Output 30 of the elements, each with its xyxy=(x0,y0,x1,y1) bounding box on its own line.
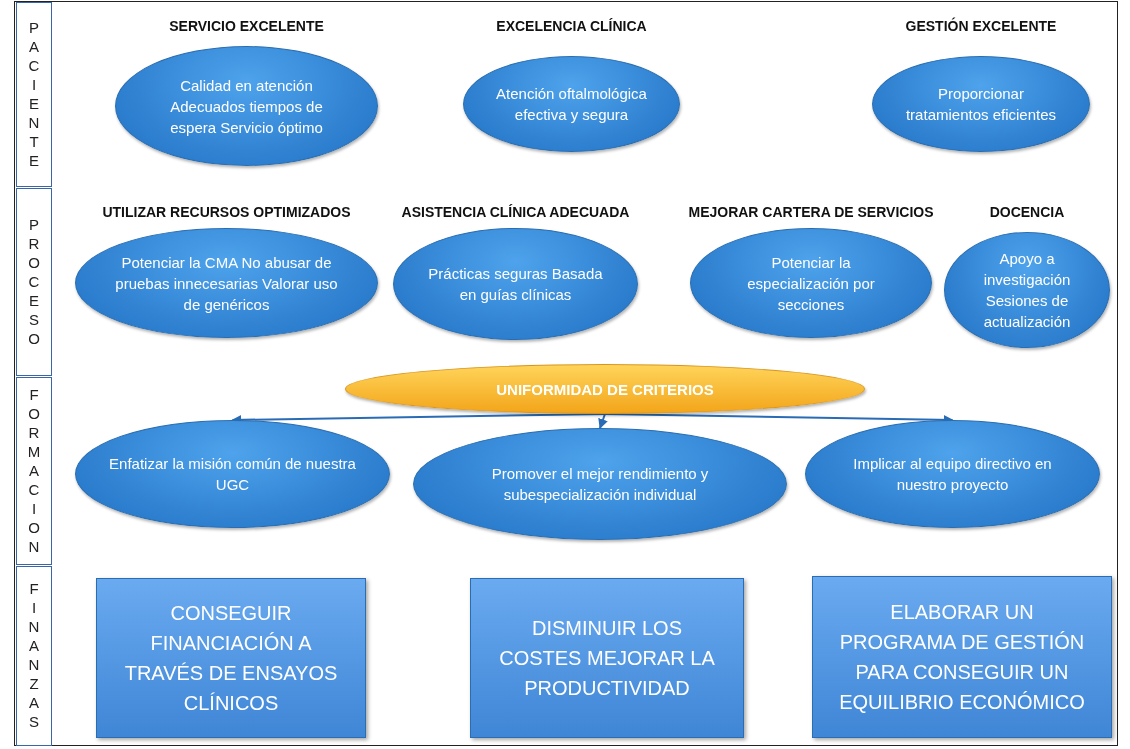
objective-box: DISMINUIR LOS COSTES MEJORAR LA PRODUCTIVIDAD xyxy=(470,578,744,738)
section-band xyxy=(16,566,52,746)
arrow xyxy=(598,413,608,429)
objective-heading: GESTIÓN EXCELENTE xyxy=(905,18,1057,34)
section-label: PACIENTE xyxy=(26,18,42,171)
objective-ellipse: Proporcionar tratamientos eficientes xyxy=(872,56,1090,152)
objective-ellipse: Implicar al equipo directivo en nuestro proyecto xyxy=(805,420,1100,528)
objective-ellipse: Potenciar la especialización por secciones xyxy=(690,228,932,338)
objective-heading: DOCENCIA xyxy=(989,204,1065,220)
central-ellipse: UNIFORMIDAD DE CRITERIOS xyxy=(345,364,865,414)
objective-heading: EXCELENCIA CLÍNICA xyxy=(496,18,647,34)
objective-heading: MEJORAR CARTERA DE SERVICIOS xyxy=(688,204,934,220)
objective-box: CONSEGUIR FINANCIACIÓN A TRAVÉS DE ENSAYOS CLÍNICOS xyxy=(96,578,366,738)
objective-ellipse: Prácticas seguras Basada en guías clínicas xyxy=(393,228,638,340)
section-label: PROCESO xyxy=(26,215,42,349)
section-band xyxy=(16,188,52,376)
objective-heading: SERVICIO EXCELENTE xyxy=(169,18,324,34)
objective-ellipse: Calidad en atención Adecuados tiempos de espera Servicio óptimo xyxy=(115,46,378,166)
section-band xyxy=(16,377,52,565)
objective-heading: UTILIZAR RECURSOS OPTIMIZADOS xyxy=(102,204,351,220)
objective-heading: ASISTENCIA CLÍNICA ADECUADA xyxy=(401,204,630,220)
objective-ellipse: Promover el mejor rendimiento y subespecialización individual xyxy=(413,428,787,540)
section-label: FORMACION xyxy=(26,385,42,557)
objective-ellipse: Enfatizar la misión común de nuestra UGC xyxy=(75,420,390,528)
section-band xyxy=(16,2,52,187)
objective-ellipse: Atención oftalmológica efectiva y segura xyxy=(463,56,680,152)
section-label: FINANZAS xyxy=(26,580,42,732)
objective-ellipse: Potenciar la CMA No abusar de pruebas innecesarias Valorar uso de genéricos xyxy=(75,228,378,338)
objective-ellipse: Apoyo a investigación Sesiones de actualización xyxy=(944,232,1110,348)
objective-box: ELABORAR UN PROGRAMA DE GESTIÓN PARA CONSEGUIR UN EQUILIBRIO ECONÓMICO xyxy=(812,576,1112,738)
